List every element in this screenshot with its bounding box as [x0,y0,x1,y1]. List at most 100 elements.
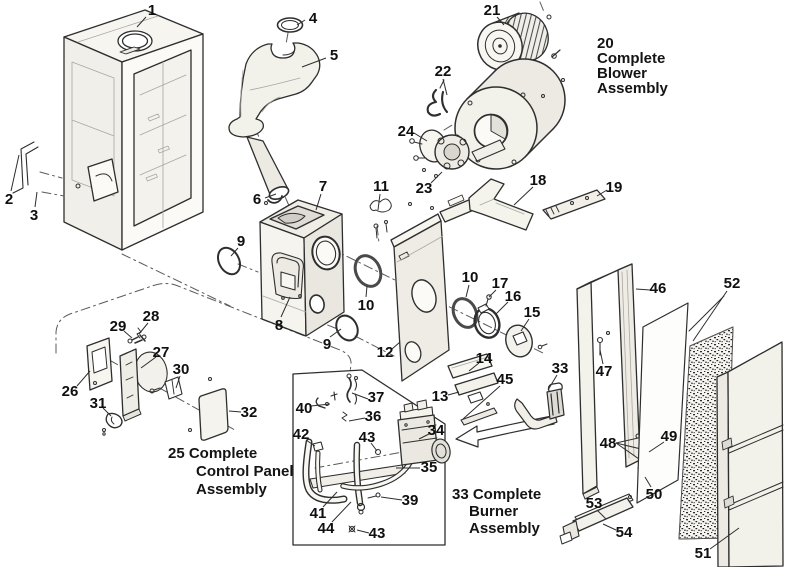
leader-line [442,78,448,96]
callout-46: 46 [650,280,667,297]
leader-line [520,318,530,332]
part-18-bracket [468,178,534,231]
leader-line [280,296,291,318]
leader-line [430,171,443,184]
leader-line [348,417,366,422]
part-1-cabinet [63,9,204,251]
callout-11: 11 [373,178,389,195]
parts-53-54-base-rail [559,493,634,545]
callout-41: 41 [310,505,327,522]
assembly-label-blower-assembly: Assembly [597,80,669,97]
callout-18: 18 [530,172,547,189]
leader-line [365,285,368,298]
callout-40: 40 [296,400,313,417]
callout-10: 10 [462,269,479,286]
leader-line [123,330,133,339]
callout-19: 19 [606,179,623,196]
leader-line [602,523,617,531]
assembly-label-control-panel-assembly: 25 Complete [168,445,257,462]
part-14-plate [447,353,493,379]
part-23-24-motor [408,129,470,210]
leader-line [413,132,428,142]
callout-28: 28 [143,308,160,325]
callout-13: 13 [432,388,449,405]
callout-33: 33 [552,360,569,377]
callout-6: 6 [253,191,261,208]
part-3-plate [39,158,119,202]
callout-45: 45 [497,371,514,388]
leader-line [138,322,149,335]
leader-line [692,290,728,342]
leader-line [140,356,157,369]
callout-7: 7 [319,178,327,195]
part-6-clamp [264,195,283,205]
callout-16: 16 [505,288,522,305]
part-45-brackets [460,391,498,426]
part-2-bracket [12,141,39,194]
burner-assembly-box [292,369,451,546]
leader-line [351,392,369,400]
part-17-screw [485,294,492,307]
callout-12: 12 [377,344,394,361]
part-46-door-frame [576,263,641,500]
callout-53: 53 [586,495,603,512]
callout-31: 31 [90,395,107,412]
leader-line [136,16,147,28]
part-19-rail [542,189,606,220]
blower-housing [454,58,566,170]
callout-43: 43 [359,429,376,446]
callout-9: 9 [323,336,331,353]
leader-line [264,193,277,199]
callout-9: 9 [237,233,245,250]
leader-line [329,328,342,338]
leader-line [391,341,401,350]
assembly-label-blower-assembly: Complete [597,50,665,67]
callout-44: 44 [318,520,335,537]
leader-line [331,501,352,523]
leader-line [315,193,322,211]
callout-52: 52 [724,275,741,292]
leader-line [322,491,338,508]
part-9-gaskets [216,246,359,342]
callout-51: 51 [695,545,712,562]
leader-line [175,375,181,389]
part-15-plate [505,324,548,358]
assembly-label-burner-assembly: 33 Complete [452,486,541,503]
callout-36: 36 [365,408,382,425]
callout-48: 48 [600,435,617,452]
leader-line [356,529,370,534]
leader-line [465,284,470,298]
inner-door-panel [636,295,725,504]
leader-line [596,509,607,520]
callout-21: 21 [484,2,501,19]
callout-30: 30 [173,361,190,378]
callout-15: 15 [524,304,541,321]
callout-22: 22 [435,63,452,80]
assembly-label-blower-assembly: Blower [597,65,647,82]
leader-line [377,193,381,211]
leader-line [76,370,91,387]
callout-32: 32 [241,404,258,421]
assembly-label-burner-assembly: Assembly [469,520,541,537]
part-51-door [716,341,784,567]
leader-line [10,154,20,192]
part-13-plate [454,372,499,396]
leader-line [305,439,316,447]
callout-4: 4 [309,10,318,27]
callout-54: 54 [616,524,633,541]
leader-line [596,189,608,197]
callout-23: 23 [416,180,433,197]
leader-line [228,410,242,413]
assembly-label-control-panel-assembly: Control Panel [196,463,294,480]
leader-line [496,16,505,26]
leader-line [495,301,509,315]
leader-line [648,441,665,453]
callout-5: 5 [330,47,338,64]
leader-line [462,385,501,420]
leader-line [468,362,480,372]
callout-49: 49 [661,428,678,445]
part-8-burner-pocket [271,252,304,300]
leader-line [380,496,403,501]
